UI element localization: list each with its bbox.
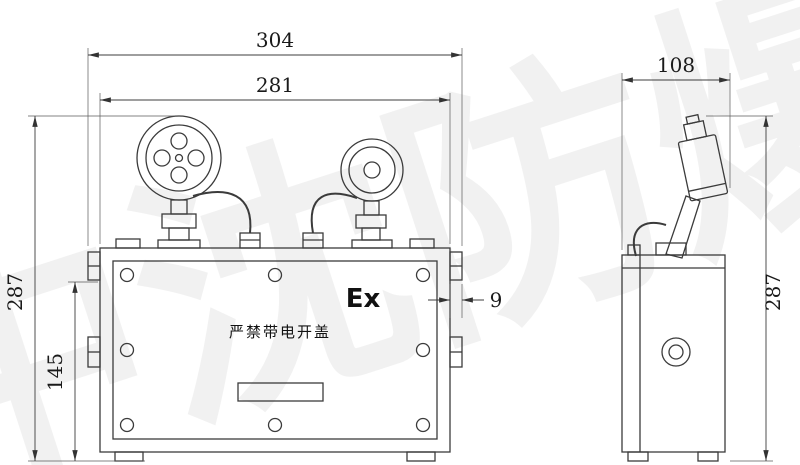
led-lens [153, 149, 171, 167]
mounting-ears [87, 251, 463, 368]
led-lens [187, 149, 205, 167]
cover-screws [119, 267, 431, 433]
lamp-head-left [136, 115, 222, 249]
side-foot-left [627, 451, 649, 462]
led-lens [170, 166, 188, 184]
ex-marking: Ex [346, 284, 381, 314]
lamp-head-right [340, 138, 404, 249]
top-lug-right [409, 238, 435, 249]
dim-label-lower-height: 145 [43, 353, 67, 391]
side-lamp-head [677, 113, 729, 202]
warning-text: 严禁带电开盖 [229, 323, 331, 341]
dim-label-side-depth: 108 [657, 53, 695, 77]
dim-overall-width: 304 [87, 28, 463, 246]
dim-label-flange-offset: 9 [490, 288, 503, 312]
foot-right [406, 451, 436, 462]
enclosure-cover [112, 260, 438, 440]
side-lamp-cable [633, 221, 667, 257]
side-foot-right [697, 451, 719, 462]
dimensions: 304 281 108 287 [3, 28, 785, 462]
front-view [87, 115, 463, 462]
led-lens [170, 132, 188, 150]
dim-inner-width: 281 [99, 73, 451, 244]
dim-overall-height-side: 287 [706, 115, 785, 462]
dim-lower-height: 145 [43, 281, 98, 461]
side-lamp-arm [665, 195, 701, 259]
dim-label-inner-width: 281 [256, 73, 294, 97]
dim-label-overall-width: 304 [256, 28, 294, 52]
dim-side-depth: 108 [621, 53, 731, 250]
nameplate [237, 382, 324, 402]
side-gland [661, 337, 691, 367]
lamp-cable-left [192, 191, 252, 234]
dim-label-overall-height-side: 287 [761, 273, 785, 311]
dim-label-overall-height-front: 287 [3, 273, 27, 311]
dim-overall-height-front: 287 [3, 115, 174, 462]
cable-glands [239, 232, 324, 249]
dim-flange-offset: 9 [428, 284, 502, 318]
side-view [621, 113, 729, 462]
lamp-cable-right [310, 192, 358, 234]
top-lug-left [115, 238, 141, 249]
